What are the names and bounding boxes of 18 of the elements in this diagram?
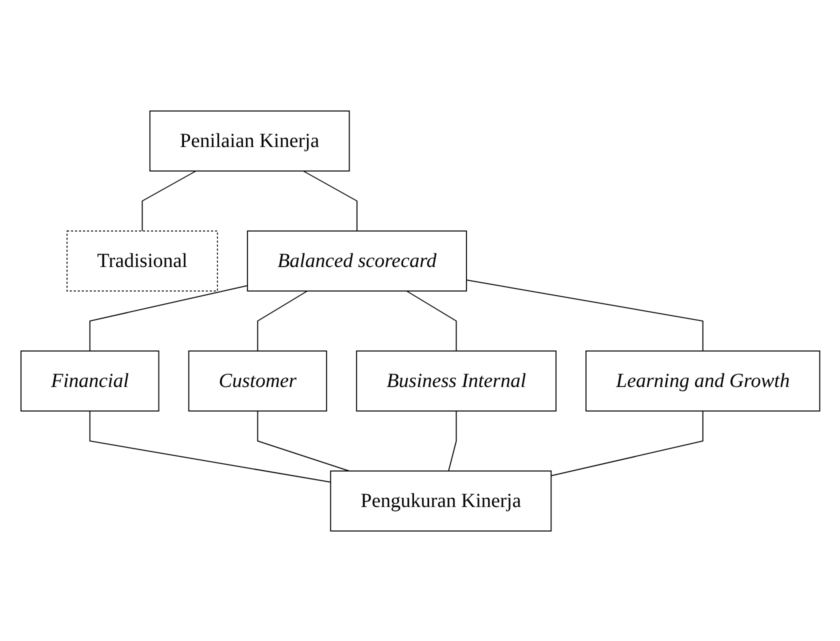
- connector: [406, 290, 456, 351]
- node-box: Customer: [188, 350, 327, 411]
- node-box: Tradisional: [66, 230, 218, 291]
- connector: [256, 410, 350, 471]
- node-box: Financial: [20, 350, 159, 411]
- connector: [302, 170, 358, 231]
- connector: [256, 290, 308, 351]
- connector: [89, 284, 248, 351]
- connector: [466, 279, 703, 351]
- node-box: Pengukuran Kinerja: [330, 470, 552, 531]
- node-box: Penilaian Kinerja: [149, 110, 350, 171]
- connector: [550, 410, 703, 476]
- connector: [448, 410, 456, 471]
- connector: [89, 410, 331, 482]
- connector: [141, 170, 196, 231]
- node-box: Learning and Growth: [585, 350, 820, 411]
- node-box: Balanced scorecard: [246, 230, 467, 291]
- node-box: Business Internal: [356, 350, 556, 411]
